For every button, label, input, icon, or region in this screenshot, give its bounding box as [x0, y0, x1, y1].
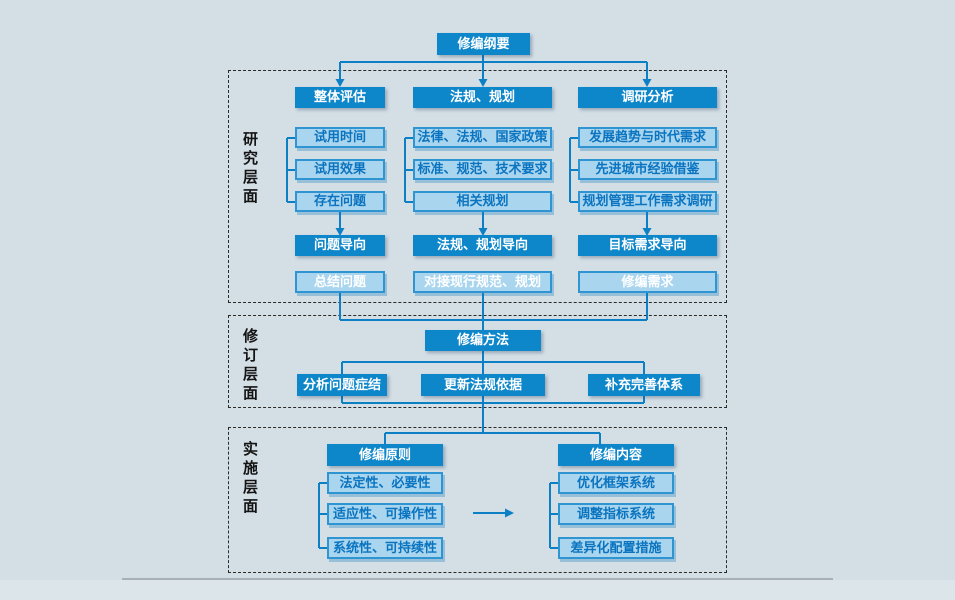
header-revision-principles: 修编原则: [327, 444, 443, 466]
header-regulations-planning: 法规、规划: [413, 87, 552, 108]
section-frame-revision: [228, 315, 727, 408]
section-label-revision: 修订层面: [241, 328, 259, 404]
header-revision-content: 修编内容: [558, 444, 674, 466]
section-label-implementation: 实施层面: [241, 441, 259, 517]
content-optimize-framework: 优化框架系统: [558, 472, 674, 494]
item-existing-problems: 存在问题: [295, 191, 385, 212]
orient-regulation: 法规、规划导向: [413, 235, 552, 256]
section-label-research: 研究层面: [241, 131, 259, 207]
section-frame-implementation: [228, 427, 727, 573]
item-standards-requirements: 标准、规范、技术要求: [413, 159, 552, 180]
orient-problem: 问题导向: [295, 235, 385, 256]
item-management-demand-research: 规划管理工作需求调研: [578, 191, 717, 212]
header-overall-evaluation: 整体评估: [295, 87, 385, 108]
action-improve-system: 补充完善体系: [588, 374, 700, 396]
page-divider-line: [122, 578, 833, 580]
item-development-trends: 发展趋势与时代需求: [578, 127, 717, 148]
arrowheads: [335, 79, 652, 518]
result-align-current-standards: 对接现行规范、规划: [413, 271, 552, 293]
item-trial-time: 试用时间: [295, 127, 385, 148]
revision-method-box: 修编方法: [425, 330, 541, 351]
title-box: 修编纲要: [437, 33, 530, 55]
content-adjust-indicators: 调整指标系统: [558, 503, 674, 525]
item-laws-policies: 法律、法规、国家政策: [413, 127, 552, 148]
result-summarize-problems: 总结问题: [295, 271, 385, 293]
page-bottom-strip: [0, 580, 955, 600]
section-frame-research: [228, 70, 727, 303]
result-revision-demand: 修编需求: [578, 271, 717, 293]
item-related-planning: 相关规划: [413, 191, 552, 212]
item-trial-effect: 试用效果: [295, 159, 385, 180]
principle-adaptability-operability: 适应性、可操作性: [327, 503, 443, 525]
item-city-experience: 先进城市经验借鉴: [578, 159, 717, 180]
orient-goal-demand: 目标需求导向: [578, 235, 717, 256]
action-update-legal-basis: 更新法规依据: [421, 374, 545, 396]
principle-systematicity-sustainability: 系统性、可持续性: [327, 537, 443, 559]
action-analyze-problems: 分析问题症结: [297, 374, 387, 396]
header-research-analysis: 调研分析: [578, 87, 717, 108]
content-differentiated-measures: 差异化配置措施: [558, 537, 674, 559]
principle-legality-necessity: 法定性、必要性: [327, 472, 443, 494]
